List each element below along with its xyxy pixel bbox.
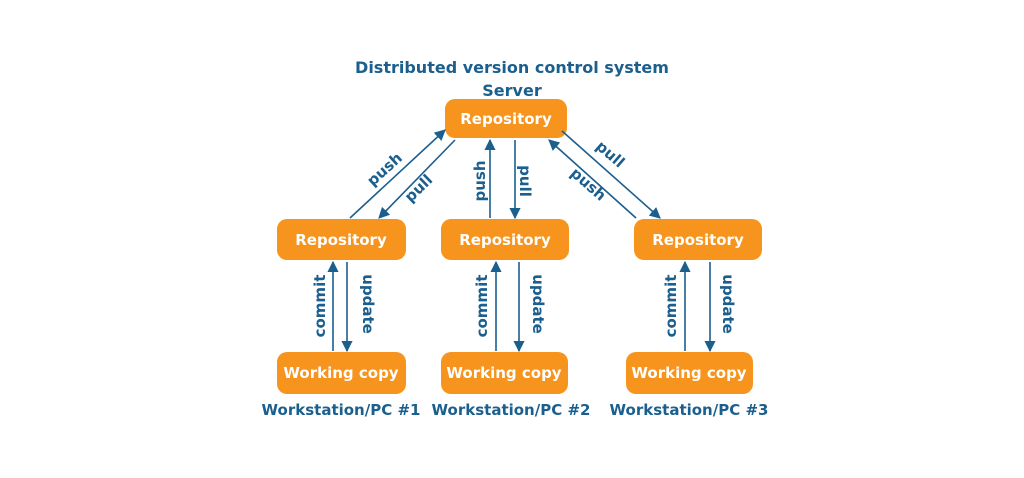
pull-arrow-1 — [378, 139, 456, 219]
pull-label-3: pull — [592, 137, 628, 171]
workstation-label-2: Workstation/PC #2 — [432, 401, 591, 419]
workstation-label-1: Workstation/PC #1 — [262, 401, 421, 419]
commit-label-1: commit — [311, 275, 329, 338]
server-repository-box: Repository — [445, 99, 567, 138]
pull-label-1: pull — [401, 171, 436, 206]
server-repository-label: Repository — [460, 110, 552, 128]
workstation-label-3: Workstation/PC #3 — [610, 401, 769, 419]
repository-label-1: Repository — [295, 231, 387, 249]
repository-box-2: Repository — [441, 219, 569, 260]
server-label: Server — [482, 81, 542, 100]
working-copy-box-2: Working copy — [441, 352, 568, 394]
update-label-1: update — [359, 274, 377, 334]
working-copy-label-1: Working copy — [283, 364, 398, 382]
repository-box-1: Repository — [277, 219, 406, 260]
push-arrow-1 — [349, 129, 446, 219]
push-label-3: push — [567, 164, 610, 205]
repository-label-3: Repository — [652, 231, 744, 249]
pull-arrow-3 — [561, 130, 661, 219]
working-copy-box-3: Working copy — [626, 352, 753, 394]
server-arrows — [349, 129, 661, 220]
local-arrows — [327, 260, 716, 353]
push-label-2: push — [471, 160, 489, 201]
working-copy-label-3: Working copy — [631, 364, 746, 382]
push-arrow-3 — [548, 139, 637, 219]
working-copy-box-1: Working copy — [277, 352, 406, 394]
commit-label-2: commit — [473, 275, 491, 338]
repository-label-2: Repository — [459, 231, 551, 249]
push-label-1: push — [363, 149, 406, 190]
working-copy-label-2: Working copy — [446, 364, 561, 382]
diagram-title: Distributed version control system — [355, 58, 669, 77]
update-label-3: update — [719, 274, 737, 334]
repository-box-3: Repository — [634, 219, 762, 260]
pull-label-2: pull — [516, 165, 534, 197]
commit-label-3: commit — [662, 275, 680, 338]
update-label-2: update — [529, 274, 547, 334]
